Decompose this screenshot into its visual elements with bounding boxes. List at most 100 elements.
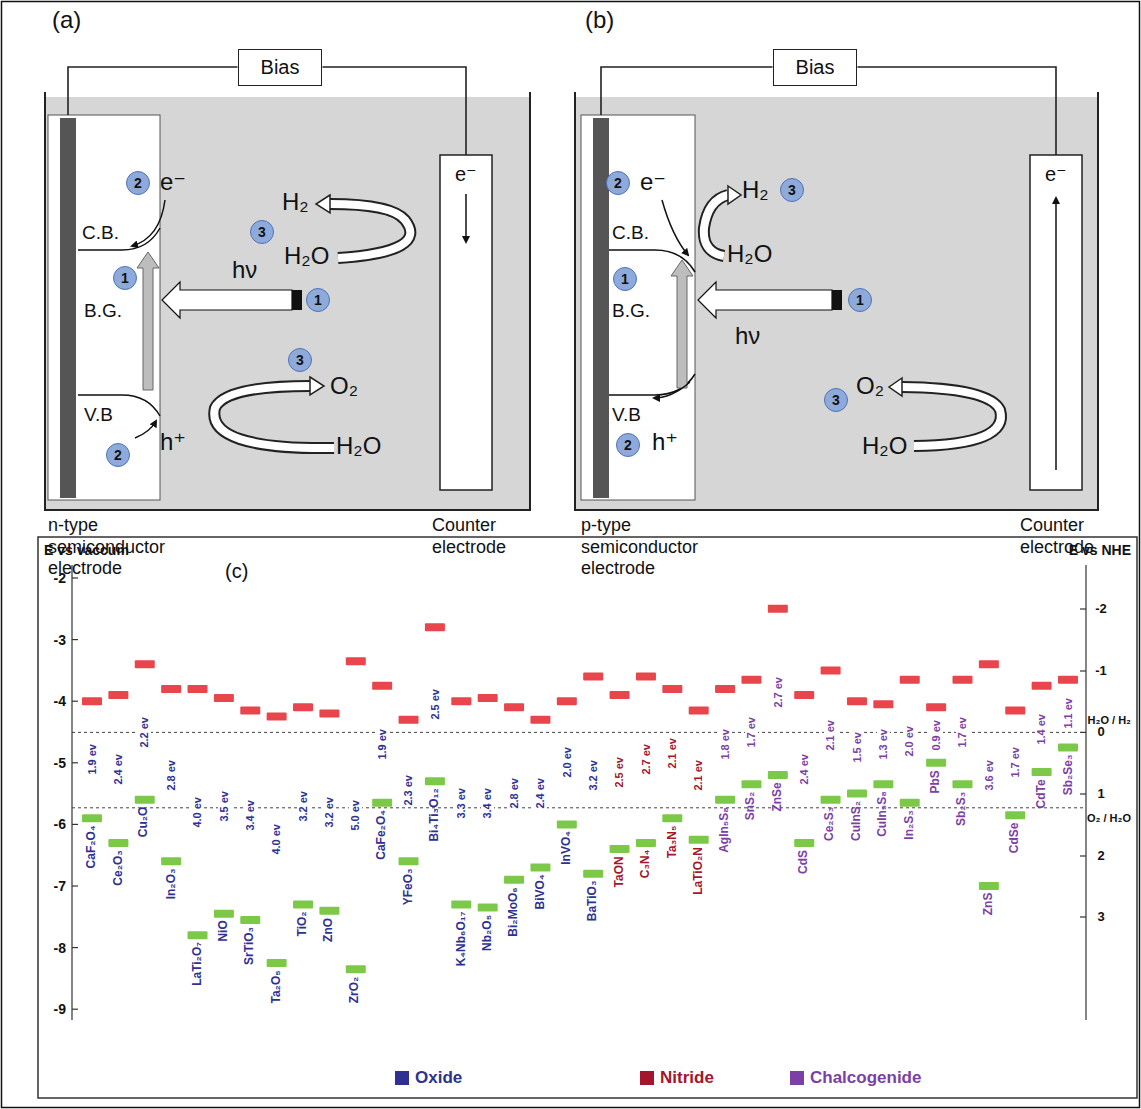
valence-band-edge (952, 780, 972, 788)
diagram-label: H₂ (282, 188, 309, 216)
material-name: CuInS₂ (850, 801, 864, 841)
callout-number: 1 (856, 293, 864, 307)
diagram-label: O₂ (856, 372, 884, 400)
diagram-label: H₂O (284, 242, 329, 270)
light-tail (292, 290, 302, 310)
material-name: Nb₂O₅ (481, 915, 495, 951)
diagram-label: B.G. (612, 300, 650, 322)
conduction-band-edge (741, 676, 761, 684)
band-gap-value: 2.1 ev (666, 737, 679, 770)
callout-number: 1 (314, 293, 322, 307)
axis-tick-label: 2 (1097, 849, 1104, 864)
conduction-band-edge (293, 703, 313, 711)
axis-title: E vs vaccum (44, 542, 129, 558)
callout-circle: 3 (780, 178, 804, 202)
conduction-band-edge (821, 666, 841, 674)
diagram-label: e⁻ (455, 163, 477, 186)
diagram-label: (a) (52, 6, 81, 34)
redox-level-label: H₂O / H₂ (1088, 714, 1131, 727)
callout-number: 3 (258, 225, 266, 239)
conduction-band-edge (399, 716, 419, 724)
light-tail (832, 290, 842, 310)
band-gap-value: 2.1 ev (824, 719, 837, 752)
callout-circle: 1 (848, 288, 872, 312)
valence-band-edge (267, 959, 287, 967)
conduction-band-edge (557, 697, 577, 705)
material-name: Cu₂O (138, 807, 152, 838)
material-name: ZnSe (771, 782, 785, 811)
valence-band-edge (214, 910, 234, 918)
legend-entry: Oxide (395, 1068, 462, 1088)
band-gap-value: 1.7 ev (956, 716, 969, 749)
diagram-label: C.B. (612, 222, 649, 244)
material-name: Ta₃N₅ (665, 825, 679, 858)
diagram-label: V.B (84, 404, 113, 426)
conduction-band-edge (636, 673, 656, 681)
conduction-band-edge (108, 691, 128, 699)
legend-text: Chalcogenide (810, 1068, 921, 1088)
material-name: TaON (613, 856, 627, 887)
valence-band-edge (926, 759, 946, 767)
valence-band-edge (451, 900, 471, 908)
beaker (575, 92, 1098, 510)
band-gap-value: 5.0 ev (349, 799, 362, 832)
reaction-arrow-head (889, 378, 902, 396)
conduction-band-edge (1058, 676, 1078, 684)
conduction-band-edge (662, 685, 682, 693)
bias-label: Bias (261, 56, 300, 78)
band-gap-value: 1.9 ev (86, 743, 99, 776)
valence-band-edge (979, 882, 999, 890)
conduction-band-edge (1005, 706, 1025, 714)
material-name: Ta₂O₅ (270, 970, 284, 1003)
band-gap-value: 2.0 ev (560, 746, 573, 779)
conduction-band-edge (873, 700, 893, 708)
reaction-arrow (704, 195, 728, 256)
electron-flow (1055, 198, 1057, 470)
conduction-band-edge (240, 706, 260, 714)
electrode-caption: p-type semiconductor electrode (581, 515, 711, 580)
valence-band-edge (188, 931, 208, 939)
reaction-arrow-head (316, 195, 330, 213)
hole-arrow (135, 421, 156, 438)
axis-title: E vs NHE (1069, 542, 1131, 558)
chart-frame (38, 537, 1137, 1098)
reaction-arrow-head (310, 377, 324, 395)
callout-number: 1 (121, 271, 129, 285)
material-name: Sb₂S₃ (956, 791, 970, 825)
bias-box: Bias (238, 49, 323, 86)
material-name: Ce₂O₃ (111, 850, 125, 886)
valence-band-edge (372, 799, 392, 807)
diagram-label: V.B (612, 404, 641, 426)
band-gap-value: 1.7 ev (1009, 746, 1022, 779)
valence-band-edge (794, 839, 814, 847)
callout-number: 3 (832, 393, 840, 407)
material-name: In₂S₃ (903, 810, 917, 840)
electron-arrow (662, 200, 688, 255)
valence-band-edge (847, 790, 867, 798)
valence-band-edge (636, 839, 656, 847)
band-gap-value: 1.4 ev (1035, 713, 1048, 746)
diagram-label: h⁺ (160, 428, 186, 456)
valence-band-edge (662, 814, 682, 822)
callout-circle: 2 (126, 171, 150, 195)
reaction-arrow (330, 204, 410, 258)
conduction-band-edge (425, 623, 445, 631)
excitation-arrow (137, 252, 159, 390)
material-name: BiVO₄ (534, 875, 548, 910)
valence-band-edge (319, 907, 339, 915)
callout-circle: 3 (288, 348, 312, 372)
bias-box: Bias (773, 49, 858, 86)
valence-band-edge (768, 771, 788, 779)
conduction-band-edge (768, 605, 788, 613)
material-name: ZnS (982, 893, 996, 916)
callout-number: 3 (788, 183, 796, 197)
material-name: Bi₂MoO₆ (507, 887, 521, 936)
conduction-band-edge (188, 685, 208, 693)
light-arrow (698, 282, 832, 318)
wire (322, 67, 466, 155)
legend-text: Oxide (415, 1068, 462, 1088)
axis-ticks (72, 578, 1086, 1009)
